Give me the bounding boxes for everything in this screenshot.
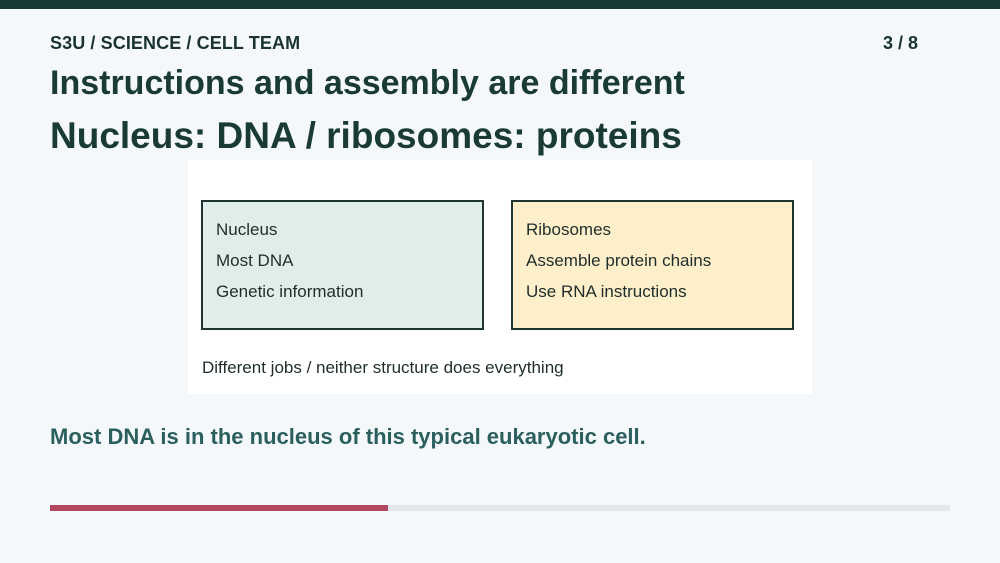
ribosomes-card: Ribosomes Assemble protein chains Use RN… xyxy=(511,200,794,330)
ribosomes-card-heading: Ribosomes xyxy=(526,220,612,239)
slide-subtitle: Nucleus: DNA / ribosomes: proteins xyxy=(50,115,682,156)
ribosomes-card-line: Assemble protein chains xyxy=(526,251,712,270)
top-accent-bar xyxy=(0,0,1000,9)
nucleus-card-line: Genetic information xyxy=(216,282,364,301)
progress-track xyxy=(50,505,950,511)
progress-fill xyxy=(50,505,388,511)
comparison-panel: Nucleus Most DNA Genetic information Rib… xyxy=(188,160,812,394)
nucleus-card: Nucleus Most DNA Genetic information xyxy=(201,200,484,330)
ribosomes-card-line: Use RNA instructions xyxy=(526,282,687,301)
page-counter: 3 / 8 xyxy=(882,33,918,53)
footer-note: Most DNA is in the nucleus of this typic… xyxy=(50,424,646,449)
nucleus-card-line: Most DNA xyxy=(216,251,294,270)
breadcrumb: S3U / SCIENCE / CELL TEAM xyxy=(50,33,301,53)
panel-caption: Different jobs / neither structure does … xyxy=(202,358,564,377)
nucleus-card-heading: Nucleus xyxy=(216,220,278,239)
slide-title: Instructions and assembly are different xyxy=(50,64,685,102)
